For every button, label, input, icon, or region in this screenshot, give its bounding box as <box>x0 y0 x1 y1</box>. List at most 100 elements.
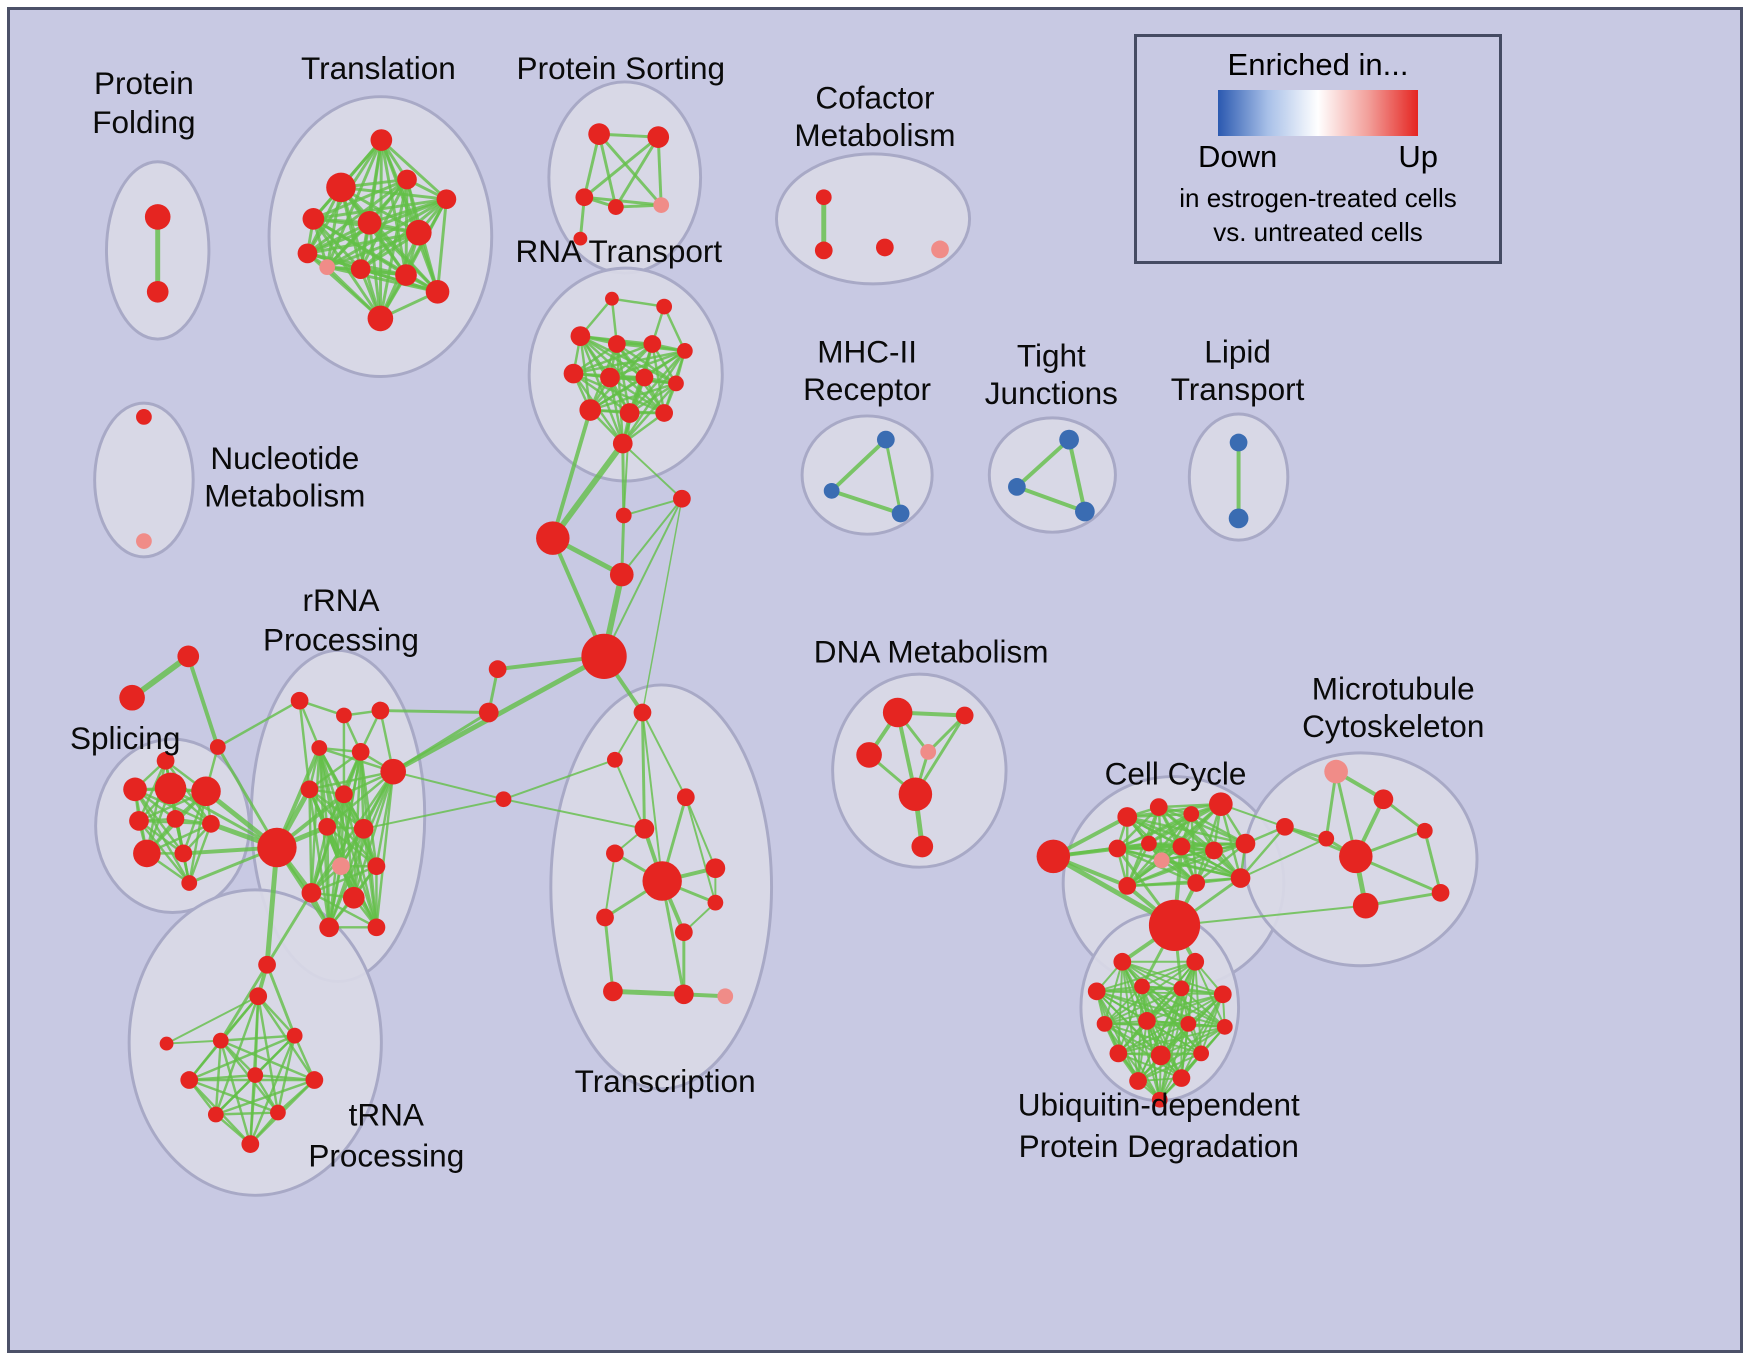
edge-C0-C2 <box>623 497 683 517</box>
edge-RT5-RT6 <box>573 349 686 375</box>
node-S9 <box>181 875 198 891</box>
node-R5 <box>351 743 370 761</box>
edge-X10-X11 <box>612 988 684 997</box>
cluster-label-ubiquitin-degradation: Ubiquitin-dependent <box>1018 1087 1300 1123</box>
node-R15 <box>319 917 339 938</box>
cluster-label-mhc-ii-receptor: Receptor <box>803 371 931 407</box>
node-U2 <box>1087 982 1106 1001</box>
edge-U7-U13 <box>1137 1020 1148 1082</box>
node-U4 <box>1173 980 1190 997</box>
cluster-label-trna-processing: tRNA <box>349 1096 424 1132</box>
node-S0 <box>156 751 175 770</box>
cluster-label-cofactor-metabolism: Cofactor <box>815 80 934 116</box>
node-CC10 <box>1235 833 1256 854</box>
node-U3 <box>1134 978 1150 995</box>
node-U6 <box>1096 1015 1113 1032</box>
edge-M1-M2 <box>831 488 902 516</box>
node-T1 <box>326 172 356 203</box>
edge-C2-C4 <box>603 498 683 657</box>
edge-TJ0-TJ1 <box>1015 438 1071 489</box>
edge-M0-M1 <box>830 438 888 493</box>
node-CM1 <box>814 241 833 260</box>
edge-U2-U5 <box>1096 990 1223 996</box>
node-TR7 <box>270 1104 286 1121</box>
node-TR1 <box>212 1032 229 1049</box>
node-X12 <box>717 988 734 1005</box>
node-C7 <box>495 791 512 808</box>
edge-R6-R16 <box>375 771 395 928</box>
node-X8 <box>674 923 693 942</box>
node-R4 <box>311 740 328 756</box>
node-F2 <box>209 739 226 755</box>
edge-R12-R13 <box>310 865 377 894</box>
node-C0 <box>615 507 632 524</box>
edge-RT1-RT5 <box>663 306 686 352</box>
edge-R6-R7 <box>309 770 394 791</box>
node-T11 <box>425 279 450 304</box>
node-TJ2 <box>1075 501 1095 522</box>
edge-T6-T7 <box>307 231 420 255</box>
node-U14 <box>1172 1069 1191 1087</box>
edge-PS1-PS3 <box>614 136 660 208</box>
edge-MT5-MT7 <box>1423 830 1442 894</box>
node-S7 <box>133 839 161 868</box>
node-RT10 <box>579 399 602 421</box>
node-RT13 <box>612 433 633 454</box>
cluster-label-tight-junctions: Junctions <box>985 375 1118 411</box>
node-RT1 <box>656 298 673 315</box>
node-U7 <box>1138 1012 1156 1030</box>
node-R9 <box>318 817 337 836</box>
node-X9 <box>707 894 724 911</box>
legend-up-label: Up <box>1398 139 1438 174</box>
node-CC9 <box>1205 841 1223 860</box>
node-S2 <box>154 772 187 805</box>
node-M1 <box>823 482 840 499</box>
node-U0 <box>1113 952 1132 971</box>
cluster-tight-junctions <box>987 416 1117 534</box>
edge-TR4-TR6 <box>214 1074 257 1116</box>
edge-R4-R13 <box>310 747 321 893</box>
node-RT12 <box>655 404 674 422</box>
edge-S2-R0 <box>169 787 278 849</box>
cluster-label-nucleotide-metabolism: Metabolism <box>204 478 365 514</box>
node-R2 <box>336 707 352 724</box>
node-R8 <box>335 785 353 804</box>
edge-M0-M2 <box>884 439 903 514</box>
node-PS1 <box>647 126 670 148</box>
edge-U3-U6 <box>1103 985 1143 1025</box>
cluster-label-rrna-processing: rRNA <box>302 582 379 618</box>
node-PS0 <box>588 123 610 145</box>
node-PS3 <box>607 199 624 215</box>
node-R7 <box>300 780 319 799</box>
edge-CCH-MT6 <box>1174 904 1366 927</box>
edge-TR4-TR8 <box>249 1075 257 1145</box>
node-R12 <box>367 857 386 876</box>
edge-T0-T3 <box>380 138 448 201</box>
edge-X0-X5 <box>641 712 664 882</box>
node-RT8 <box>635 368 654 387</box>
node-R6 <box>380 758 406 785</box>
node-T5 <box>357 211 382 235</box>
node-CC0 <box>1036 839 1071 874</box>
node-T8 <box>319 259 336 276</box>
edge-CC4-CC5 <box>1116 803 1222 850</box>
node-MT3 <box>1318 830 1335 847</box>
edge-R6-R9 <box>326 770 394 828</box>
edge-C6-R3 <box>380 709 489 714</box>
cluster-label-lipid-transport: Transport <box>1171 371 1305 407</box>
node-F0 <box>177 645 200 668</box>
edge-C7-R6 <box>392 770 504 801</box>
edge-X4-X7 <box>604 853 616 918</box>
cluster-label-transcription: Transcription <box>575 1063 756 1099</box>
legend-gradient-bar <box>1218 90 1418 136</box>
edge-TR0-TR2 <box>257 995 296 1037</box>
edge-CC4-CC6 <box>1148 803 1222 845</box>
edge-C4-R6 <box>392 654 606 774</box>
node-CC12 <box>1187 874 1206 892</box>
edge-U1-U3 <box>1141 960 1196 988</box>
edge-CC13-MT2 <box>1239 826 1286 879</box>
edge-TR1-TR8 <box>219 1040 252 1145</box>
node-R3 <box>371 701 390 720</box>
cluster-label-microtubule-cytoskeleton: Microtubule <box>1312 671 1475 707</box>
